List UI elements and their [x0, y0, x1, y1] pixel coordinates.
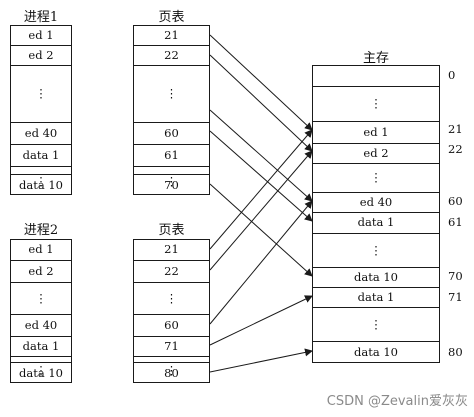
pagetable1-cell: ⋮ [134, 166, 209, 196]
memory-cell: data 10 [313, 267, 439, 287]
pagetable2-cell: 80 [134, 362, 209, 384]
memory-cell: ed 2 [313, 143, 439, 163]
pagetable2-cell: 22 [134, 260, 209, 282]
pagetable2-table: 21 22 ⋮ 60 71 ⋮ 80 [133, 239, 210, 383]
pagetable1-cell: 60 [134, 122, 209, 144]
memory-cell: data 1 [313, 287, 439, 307]
memory-cell [313, 66, 439, 86]
process2-cell: ⋮ [11, 356, 71, 384]
arrow-pt2-22 [209, 150, 313, 271]
arrow-pt2-80 [209, 348, 313, 373]
arrow-pt1-22 [209, 54, 313, 152]
pagetable2-cell: 21 [164, 242, 179, 257]
memory-cell: data 1 [313, 212, 439, 233]
memory-cell: ⋮ [313, 307, 439, 341]
pagetable1-table: 21 22 ⋮ 60 61 ⋮ 70 [133, 25, 210, 195]
process2-cell: ed 40 [11, 314, 71, 336]
watermark: CSDN @Zevalin爱灰灰 [326, 394, 468, 409]
arrow-pt2-21 [209, 129, 313, 250]
process2-cell: data 1 [11, 336, 71, 356]
pagetable1-cell: 61 [134, 144, 209, 166]
pagetable2-cell: ⋮ [134, 356, 209, 384]
process1-cell: data 10 [11, 174, 71, 196]
arrow-pt1-70 [209, 183, 313, 277]
pagetable2-cell: 60 [134, 314, 209, 336]
process2-cell: ed 1 [28, 242, 54, 257]
pagetable2-cell: 71 [134, 336, 209, 356]
pagetable1-cell: 22 [134, 45, 209, 65]
memory-address: 60 [448, 194, 463, 208]
process1-table: ed 1 ed 2 ⋮ ed 40 data 1 ⋮ data 10 [10, 25, 72, 195]
arrow-pt2-71 [209, 295, 313, 346]
arrow-pt1-61 [209, 130, 313, 222]
arrow-pt1-60 [209, 109, 313, 202]
arrow-pt1-21 [209, 34, 313, 131]
memory-cell: data 10 [313, 341, 439, 364]
pagetable1-cell: ⋮ [134, 65, 209, 122]
pagetable1-title: 页表 [158, 10, 185, 25]
process1-cell: ⋮ [11, 166, 71, 196]
memory-address: 61 [448, 215, 463, 229]
process1-cell: data 1 [11, 144, 71, 166]
pagetable2-cell: ⋮ [134, 282, 209, 314]
pagetable1-cell: 70 [134, 174, 209, 196]
memory-address: 71 [448, 290, 463, 304]
memory-address: 22 [448, 142, 463, 156]
process1-cell: ed 2 [11, 45, 71, 65]
memory-cell: ⋮ [313, 163, 439, 192]
memory-title: 主存 [362, 51, 389, 66]
memory-cell: ⋮ [313, 86, 439, 121]
process2-table: ed 1 ed 2 ⋮ ed 40 data 1 ⋮ data 10 [10, 239, 72, 383]
memory-cell: ed 40 [313, 192, 439, 212]
memory-address: 70 [448, 269, 463, 283]
memory-address: 21 [448, 122, 463, 136]
process2-cell: ed 2 [11, 260, 71, 282]
arrow-pt2-60 [209, 200, 313, 325]
process2-cell: data 10 [11, 362, 71, 384]
pagetable2-title: 页表 [158, 223, 185, 238]
pagetable1-cell: 21 [164, 27, 179, 42]
process2-title: 进程2 [23, 223, 59, 238]
process1-cell: ed 40 [11, 122, 71, 144]
memory-table: ⋮ ed 1 ed 2 ⋮ ed 40 data 1 ⋮ data 10 dat… [312, 65, 440, 363]
process1-title: 进程1 [23, 10, 59, 25]
memory-address: 0 [448, 68, 456, 82]
process2-cell: ⋮ [11, 282, 71, 314]
process1-cell: ⋮ [11, 65, 71, 122]
memory-address: 80 [448, 345, 463, 359]
process1-cell: ed 1 [28, 27, 54, 42]
memory-cell: ⋮ [313, 233, 439, 267]
memory-cell: ed 1 [313, 121, 439, 143]
